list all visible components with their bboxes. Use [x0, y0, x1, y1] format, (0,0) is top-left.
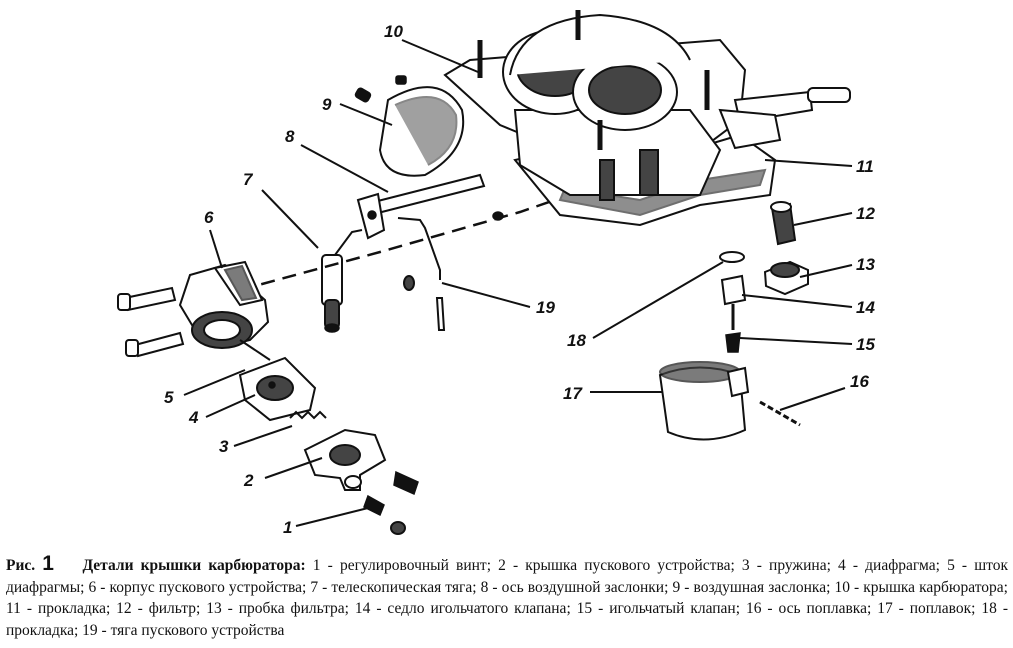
leader-5: [183, 369, 246, 396]
figure-title: Детали крышки карбюратора:: [82, 557, 306, 574]
callout-11: 11: [856, 157, 874, 176]
callout-15: 15: [856, 335, 875, 354]
leader-12: [793, 212, 853, 226]
leader-6: [209, 229, 223, 269]
callout-18: 18: [567, 331, 586, 350]
leader-4: [205, 394, 256, 418]
starter-body-drawing: [117, 260, 270, 358]
callout-19: 19: [536, 298, 555, 317]
carburetor-cover-drawing: [443, 10, 851, 227]
callout-numbers: 1 2 3 4 5 6 7 8 9 10 11 12 13 14 15 16 1…: [164, 22, 875, 537]
leader-18: [592, 261, 724, 339]
leader-1: [295, 507, 369, 527]
leader-19: [441, 282, 531, 308]
callout-7: 7: [243, 170, 254, 189]
callout-16: 16: [850, 372, 869, 391]
callout-14: 14: [856, 298, 875, 317]
float-drawing: [658, 361, 750, 441]
callout-3: 3: [219, 437, 229, 456]
leader-3: [233, 425, 293, 447]
spring-drawing: [289, 410, 327, 420]
damper-axis-drawing: [356, 173, 486, 240]
telescopic-rod-drawing: [321, 229, 363, 333]
leader-15: [739, 337, 853, 345]
callout-12: 12: [856, 204, 875, 223]
leader-9: [339, 103, 393, 126]
callout-1: 1: [283, 518, 292, 537]
callout-4: 4: [188, 408, 199, 427]
small-washer-drawing: [492, 211, 504, 221]
leader-13: [799, 264, 853, 278]
callout-17: 17: [563, 384, 583, 403]
adjusting-screw-drawing: [363, 494, 406, 535]
needle-valve-drawing: [719, 251, 747, 353]
callout-9: 9: [322, 95, 332, 114]
figure-label: Рис.: [6, 557, 36, 574]
callout-2: 2: [243, 471, 254, 490]
callout-13: 13: [856, 255, 875, 274]
callout-8: 8: [285, 127, 295, 146]
filter-plug-drawing: [763, 260, 809, 296]
leader-lines: [183, 39, 853, 527]
leader-11: [764, 159, 853, 167]
leader-7: [261, 189, 319, 249]
callout-5: 5: [164, 388, 174, 407]
callout-10: 10: [384, 22, 403, 41]
assembly-axis-line: [239, 198, 556, 292]
leader-16: [779, 387, 846, 411]
leader-14: [741, 294, 853, 308]
figure-caption-text: 1 - регулировочный винт; 2 - крышка пуск…: [6, 557, 1008, 639]
callout-6: 6: [204, 208, 214, 227]
air-damper-drawing: [354, 75, 465, 177]
leader-8: [300, 144, 389, 193]
float-axis-drawing: [759, 400, 801, 427]
starter-rod-drawing: [397, 217, 446, 331]
figure-caption: Рис. 1 Детали крышки карбюратора: 1 - ре…: [6, 553, 1008, 641]
starter-cover-drawing: [303, 428, 419, 496]
figure-number: 1: [42, 552, 54, 575]
exploded-parts-drawing: 1 2 3 4 5 6 7 8 9 10 11 12 13 14 15 16 1…: [117, 10, 875, 537]
leader-2: [264, 457, 323, 479]
filter-drawing: [770, 201, 797, 246]
diaphragm-drawing: [238, 339, 317, 422]
leader-10: [401, 39, 479, 73]
